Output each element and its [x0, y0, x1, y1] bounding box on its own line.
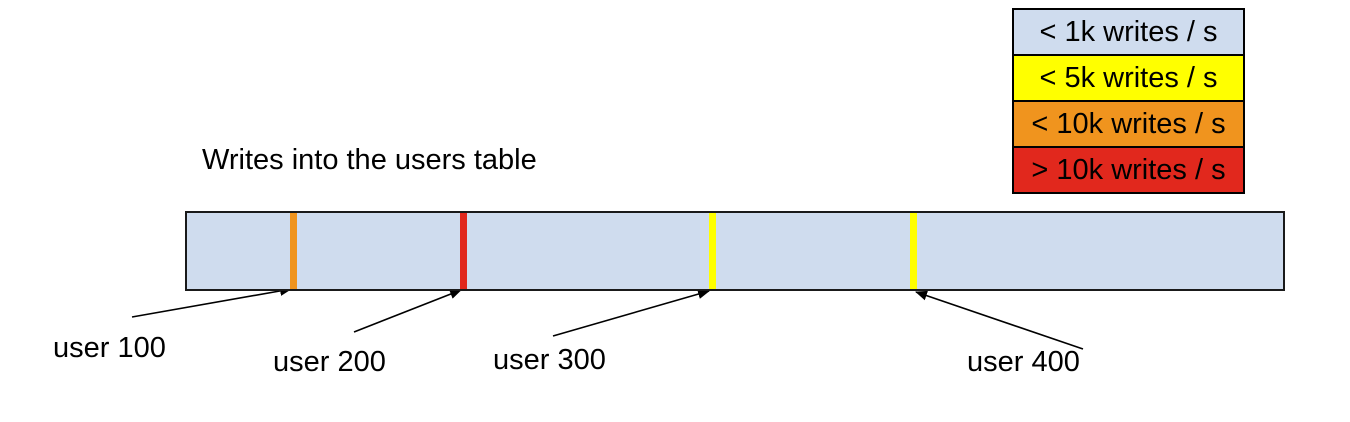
arrow-line [353, 289, 462, 333]
hotspot-stripe-user-100 [289, 213, 297, 289]
legend: < 1k writes / s < 5k writes / s < 10k wr… [1012, 8, 1245, 194]
legend-item-lt-10k: < 10k writes / s [1014, 102, 1243, 148]
hotspot-stripe-user-200 [459, 213, 467, 289]
arrow-line [552, 289, 710, 337]
user-label: user 400 [967, 346, 1080, 378]
legend-item-label: > 10k writes / s [1031, 153, 1226, 186]
user-label: user 200 [273, 346, 386, 378]
legend-item-lt-5k: < 5k writes / s [1014, 56, 1243, 102]
user-label: user 300 [493, 344, 606, 376]
users-table-bar [185, 211, 1285, 291]
legend-item-label: < 5k writes / s [1039, 61, 1218, 94]
user-label: user 100 [53, 332, 166, 364]
legend-item-gt-10k: > 10k writes / s [1014, 148, 1243, 192]
diagram-title: Writes into the users table [202, 144, 537, 176]
hotspot-stripe-user-400 [909, 213, 917, 289]
legend-item-label: < 1k writes / s [1039, 15, 1218, 48]
legend-item-label: < 10k writes / s [1031, 107, 1226, 140]
arrow-line [915, 290, 1084, 350]
hotspot-stripe-user-300 [708, 213, 716, 289]
legend-item-lt-1k: < 1k writes / s [1014, 10, 1243, 56]
arrow-line [131, 285, 292, 318]
